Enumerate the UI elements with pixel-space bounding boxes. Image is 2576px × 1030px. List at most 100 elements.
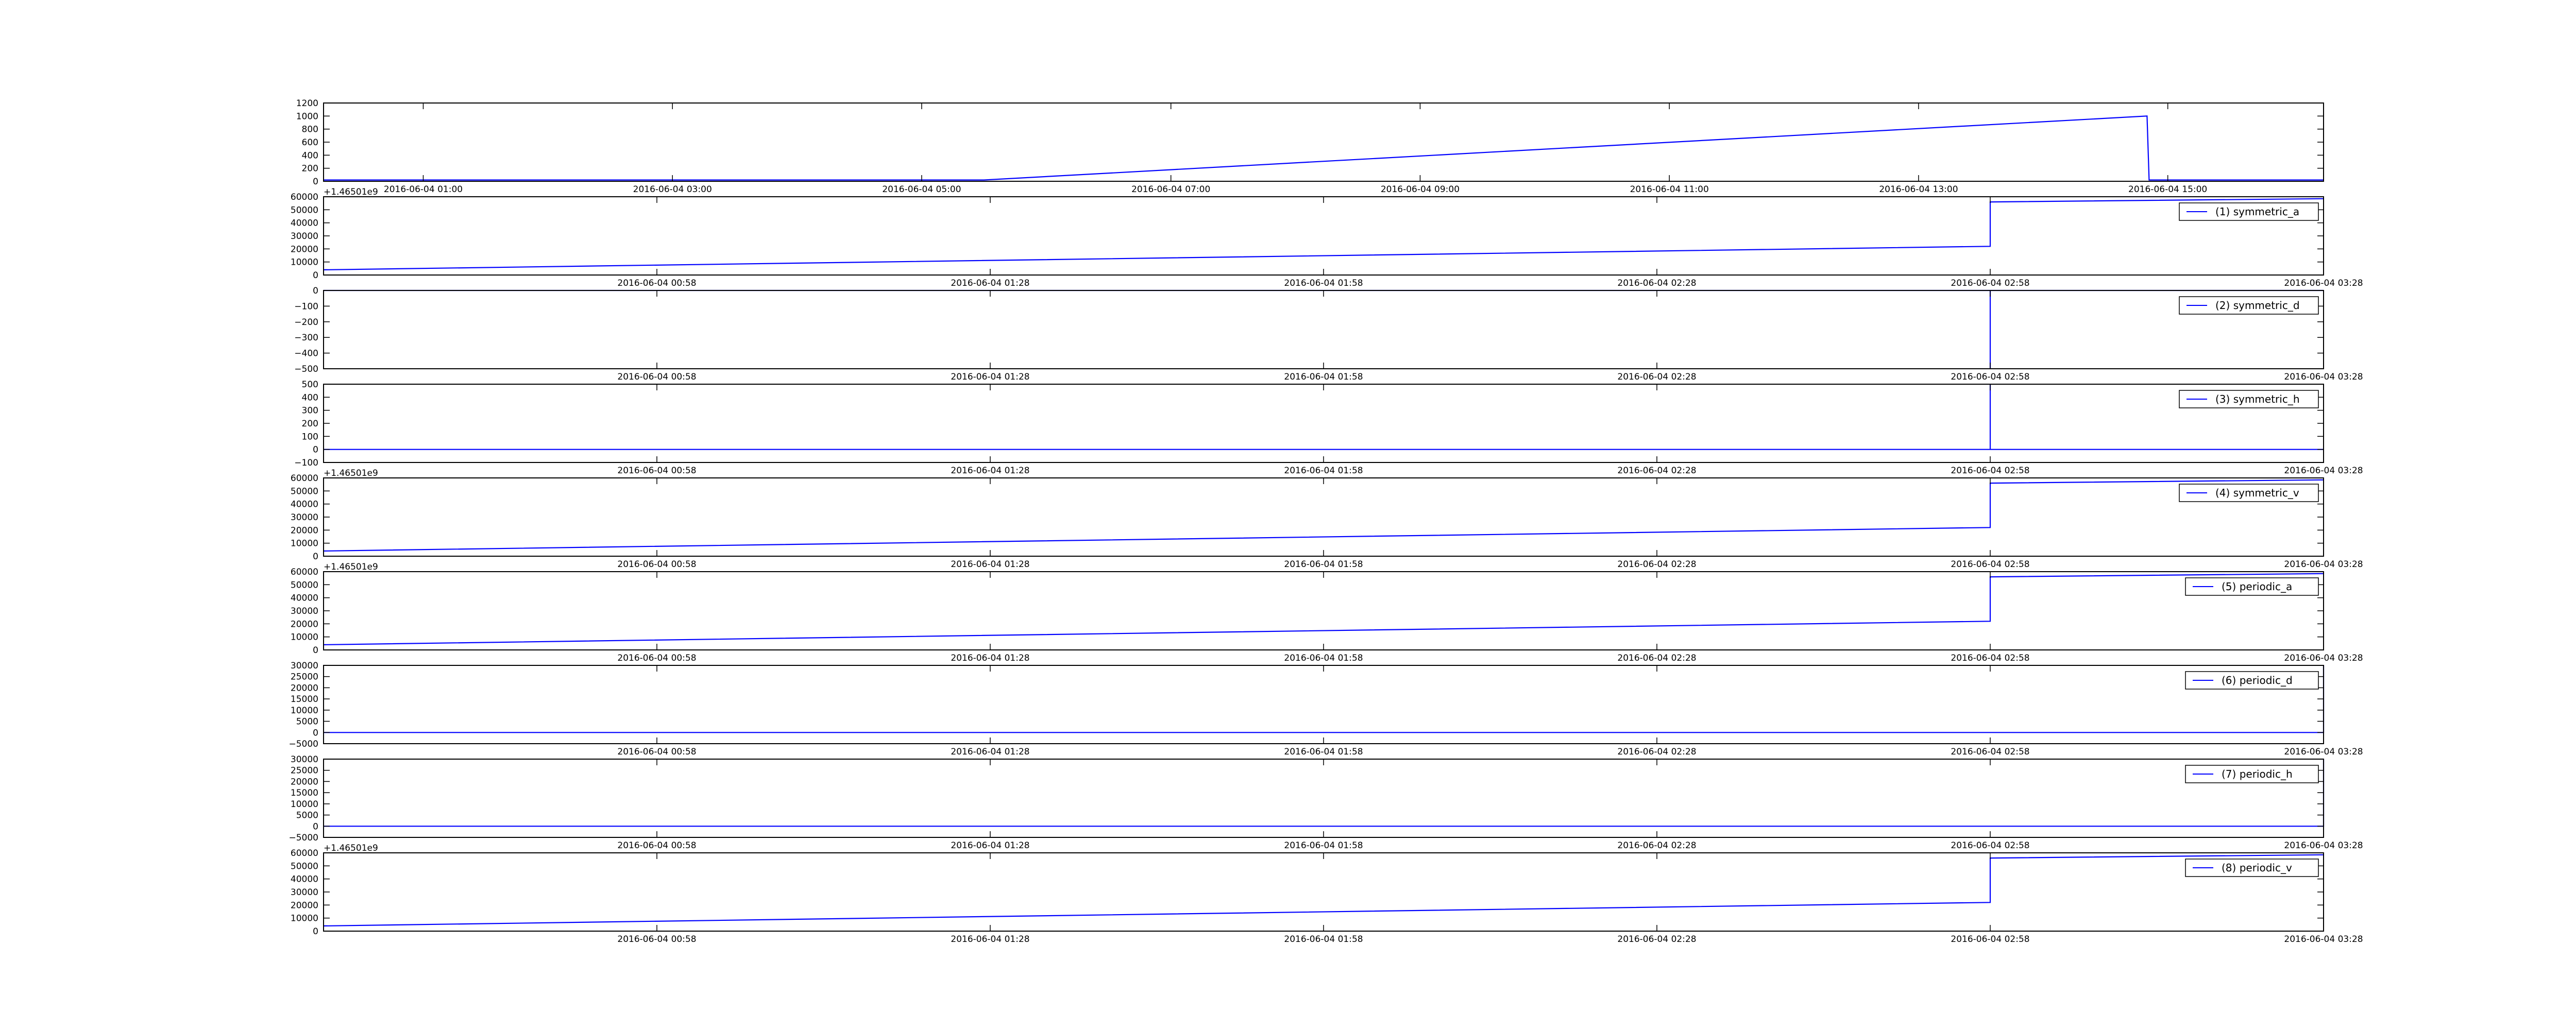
subplot-4-xtick-label: 2016-06-04 00:58 [617, 559, 696, 570]
subplot-1-ytick-label: 50000 [291, 205, 318, 215]
subplot-1-offset-label: +1.46501e9 [324, 187, 378, 197]
subplot-5-ytick-label: 60000 [291, 567, 318, 577]
subplot-0-ytick-label: 400 [302, 150, 318, 161]
subplot-4-ytick-label: 0 [313, 552, 318, 562]
subplot-1-xtick-label: 2016-06-04 02:58 [1951, 278, 2029, 288]
subplot-6-ytick-label: 25000 [291, 672, 318, 682]
subplot-8-xtick-label: 2016-06-04 02:58 [1951, 934, 2029, 945]
subplot-8-legend: (8) periodic_v [2185, 859, 2319, 877]
subplot-2-ytick-label: −400 [294, 349, 318, 359]
subplot-7-ytick-label: 30000 [291, 754, 318, 765]
subplot-4-ytick-label: 50000 [291, 486, 318, 496]
subplot-4-offset-label: +1.46501e9 [324, 468, 378, 478]
subplot-5-legend: (5) periodic_a [2185, 577, 2319, 596]
subplot-7-xtick-label: 2016-06-04 01:58 [1284, 840, 1363, 851]
subplot-1-xtick-label: 2016-06-04 02:28 [1617, 278, 1696, 288]
subplot-1-xtick-label: 2016-06-04 00:58 [617, 278, 696, 288]
subplot-1-xtick-label: 2016-06-04 03:28 [2284, 278, 2363, 288]
subplot-3-frame [323, 384, 2324, 463]
subplot-4-xtick-label: 2016-06-04 01:58 [1284, 559, 1363, 570]
subplot-5-xtick-label: 2016-06-04 00:58 [617, 653, 696, 663]
subplot-8-xtick-label: 2016-06-04 01:58 [1284, 934, 1363, 945]
subplot-2-xtick-label: 2016-06-04 02:28 [1617, 372, 1696, 382]
subplot-1-ytick-label: 10000 [291, 258, 318, 268]
subplot-4-xtick-label: 2016-06-04 03:28 [2284, 559, 2363, 570]
subplot-7-ytick-label: 15000 [291, 788, 318, 798]
subplot-1-xtick-label: 2016-06-04 01:28 [951, 278, 1029, 288]
subplot-7-ytick-label: 0 [313, 821, 318, 832]
subplot-8-xtick-label: 2016-06-04 02:28 [1617, 934, 1696, 945]
subplot-7-series-0-line [324, 759, 2325, 827]
subplot-7-xtick-label: 2016-06-04 00:58 [617, 840, 696, 851]
subplot-1-ytick-label: 0 [313, 270, 318, 281]
subplot-2-frame [323, 290, 2324, 369]
subplot-2-ytick-label: −100 [294, 301, 318, 312]
subplot-8-xtick-label: 2016-06-04 00:58 [617, 934, 696, 945]
subplot-4-xtick-label: 2016-06-04 02:58 [1951, 559, 2029, 570]
subplot-1-ytick-label: 40000 [291, 218, 318, 229]
subplot-8-frame [323, 852, 2324, 932]
subplot-8-ytick-label: 0 [313, 926, 318, 937]
subplot-0-ytick-label: 200 [302, 164, 318, 174]
subplot-6-ytick-label: 20000 [291, 683, 318, 693]
subplot-1: 01000020000300004000050000600002016-06-0… [291, 187, 2363, 288]
subplot-5-xtick-label: 2016-06-04 01:28 [951, 653, 1029, 663]
subplot-7-ytick-label: 5000 [296, 811, 318, 821]
subplot-3-legend: (3) symmetric_h [2179, 390, 2319, 408]
subplot-4-series-0-line [323, 479, 2324, 552]
subplot-0-ytick-label: 800 [302, 125, 318, 135]
legend-label: (6) periodic_d [2222, 674, 2293, 686]
subplot-3-ytick-label: 200 [302, 419, 318, 429]
subplot-6-xtick-label: 2016-06-04 01:58 [1284, 747, 1363, 757]
subplot-3-series-0-line [324, 384, 2324, 450]
subplot-7: −50000500010000150002000025000300002016-… [289, 754, 2363, 851]
legend-label: (4) symmetric_v [2215, 487, 2299, 499]
subplot-6-ytick-label: 0 [313, 728, 318, 738]
subplot-6-legend: (6) periodic_d [2185, 671, 2319, 690]
subplot-8-ytick-label: 50000 [291, 861, 318, 871]
subplot-1-series-0-line [323, 198, 2324, 270]
subplot-7-legend: (7) periodic_h [2185, 765, 2319, 783]
subplot-7-xtick-label: 2016-06-04 02:28 [1617, 840, 1696, 851]
subplot-6-xtick-label: 2016-06-04 00:58 [617, 747, 696, 757]
subplot-0-xtick-label: 2016-06-04 13:00 [1879, 184, 1958, 195]
subplot-5-xtick-label: 2016-06-04 01:58 [1284, 653, 1363, 663]
subplot-4-legend: (4) symmetric_v [2179, 484, 2319, 502]
subplot-1-legend: (1) symmetric_a [2179, 202, 2319, 221]
subplot-2-ytick-label: 0 [313, 286, 318, 296]
subplot-1-ytick-label: 60000 [291, 192, 318, 202]
subplot-8-ytick-label: 60000 [291, 848, 318, 859]
subplot-3-ytick-label: 300 [302, 406, 318, 416]
subplot-0-xtick-label: 2016-06-04 11:00 [1630, 184, 1709, 195]
subplot-7-ytick-label: 20000 [291, 777, 318, 787]
subplot-2-ytick-label: −500 [294, 364, 318, 374]
subplot-6-xtick-label: 2016-06-04 03:28 [2284, 747, 2363, 757]
legend-label: (3) symmetric_h [2215, 393, 2300, 405]
subplot-7-ytick-label: 10000 [291, 799, 318, 810]
subplot-5-ytick-label: 50000 [291, 580, 318, 590]
subplot-6-xtick-label: 2016-06-04 02:58 [1951, 747, 2029, 757]
subplot-7-xtick-label: 2016-06-04 02:58 [1951, 840, 2029, 851]
subplot-0-frame [323, 102, 2324, 182]
subplot-3-ytick-label: 0 [313, 445, 318, 455]
subplot-1-xtick-label: 2016-06-04 01:58 [1284, 278, 1363, 288]
subplot-6-xtick-label: 2016-06-04 02:28 [1617, 747, 1696, 757]
subplot-8-ytick-label: 40000 [291, 874, 318, 885]
subplot-7-xtick-label: 2016-06-04 03:28 [2284, 840, 2363, 851]
subplot-3-xtick-label: 2016-06-04 02:28 [1617, 466, 1696, 476]
subplot-6-frame [323, 665, 2324, 744]
subplot-1-ytick-label: 30000 [291, 231, 318, 242]
subplot-6: −50000500010000150002000025000300002016-… [289, 661, 2363, 757]
subplot-2-xtick-label: 2016-06-04 02:58 [1951, 372, 2029, 382]
subplot-3-ytick-label: 400 [302, 392, 318, 403]
subplot-8-ytick-label: 20000 [291, 900, 318, 911]
legend-label: (5) periodic_a [2222, 580, 2292, 593]
subplot-4-ytick-label: 30000 [291, 512, 318, 523]
subplot-3-xtick-label: 2016-06-04 01:28 [951, 466, 1029, 476]
subplot-6-ytick-label: 10000 [291, 706, 318, 716]
subplot-7-ytick-label: 25000 [291, 766, 318, 776]
subplot-4-ytick-label: 10000 [291, 539, 318, 549]
legend-label: (8) periodic_v [2222, 862, 2292, 874]
